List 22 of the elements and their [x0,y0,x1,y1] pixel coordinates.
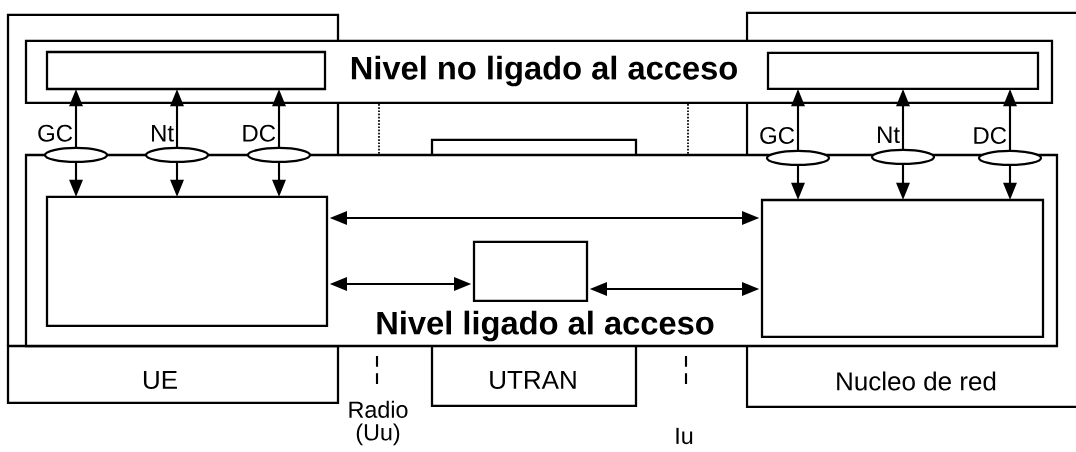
edge-label: DC [974,127,1007,144]
ellipse [43,146,109,164]
ellipse [144,146,210,164]
ellipse [765,149,831,167]
interface-label: Radio (Uu) [349,400,408,446]
empty-box [760,198,1045,339]
interface-label: Iu [676,427,693,445]
edge-label: DC [243,124,276,142]
edge-label: Nt [152,124,174,142]
edge-label: Nt [878,126,900,144]
empty-box [45,50,327,91]
ellipse [870,148,936,166]
edge-label: GC [760,127,795,144]
edge-label: GC [38,124,73,142]
empty-box [45,195,329,328]
column-box: UE [6,344,340,405]
empty-box [472,240,589,303]
ellipse [977,149,1043,167]
ellipse [246,146,312,164]
empty-box [766,51,1040,91]
column-box: UTRAN [430,344,638,408]
column-box: Nucleo de red [745,346,1076,409]
